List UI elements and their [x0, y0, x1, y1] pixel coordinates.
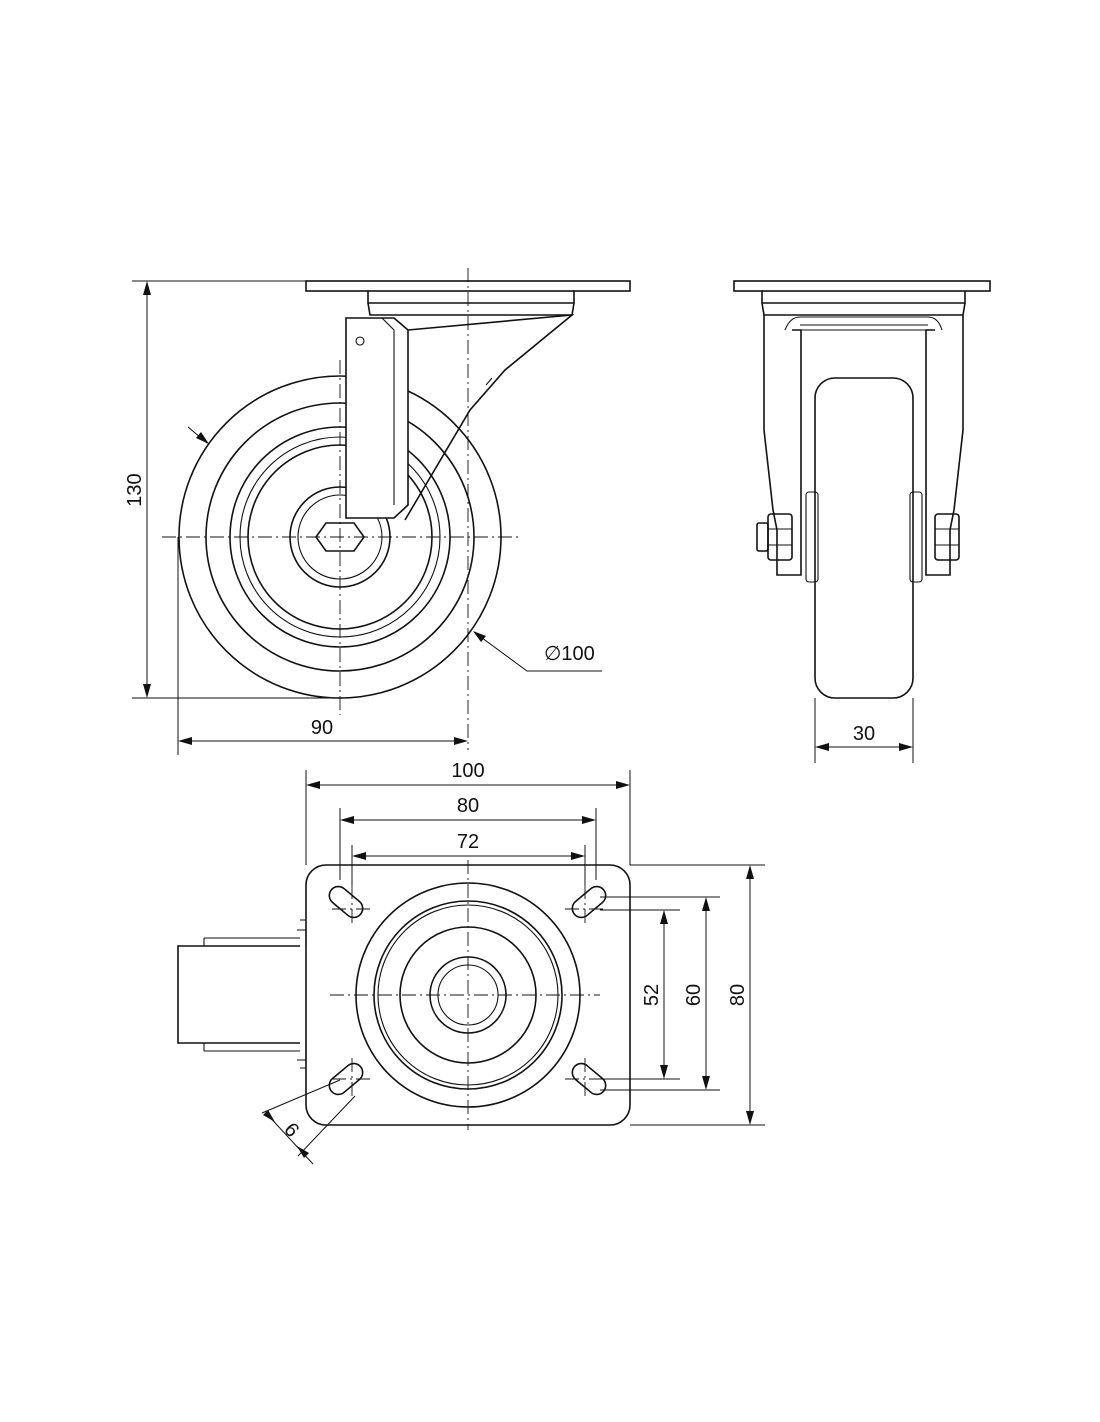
dim-line-diameter — [473, 631, 602, 672]
dim-offset-label: 90 — [311, 717, 333, 739]
bolt-hole-top-right — [571, 885, 607, 919]
top-view: 100 80 72 52 60 80 — [177, 760, 765, 1165]
front-nut — [767, 513, 793, 561]
bolt-hole-bottom-right — [571, 1062, 607, 1096]
front-view: 30 — [733, 280, 991, 763]
front-top-plate — [733, 280, 991, 292]
dim-bolt-spacing-80-label: 80 — [457, 795, 479, 817]
side-swivel-bearing — [367, 291, 575, 316]
side-fork-leg — [345, 317, 409, 519]
dim-height-label: 130 — [124, 473, 146, 506]
dim-plate-width-label: 80 — [727, 984, 749, 1006]
dim-bolt-spacing-52-label: 52 — [641, 984, 663, 1006]
bolt-hole-top-left — [328, 885, 364, 919]
front-bolt-head — [934, 513, 960, 561]
dim-bolt-spacing-60-label: 60 — [683, 984, 705, 1006]
front-wheel — [814, 377, 914, 699]
dim-wheel-width-label: 30 — [853, 723, 875, 745]
front-fork — [763, 315, 964, 576]
side-view: 130 90 ∅100 — [124, 268, 631, 755]
dim-diameter-label: ∅100 — [544, 643, 595, 665]
dim-plate-length-label: 100 — [451, 760, 484, 782]
dim-bolt-hole-label: 9 — [281, 1118, 305, 1141]
dim-bolt-spacing-72-label: 72 — [457, 831, 479, 853]
top-wheel-projection — [177, 945, 300, 1044]
side-swivel-arm — [404, 313, 575, 521]
